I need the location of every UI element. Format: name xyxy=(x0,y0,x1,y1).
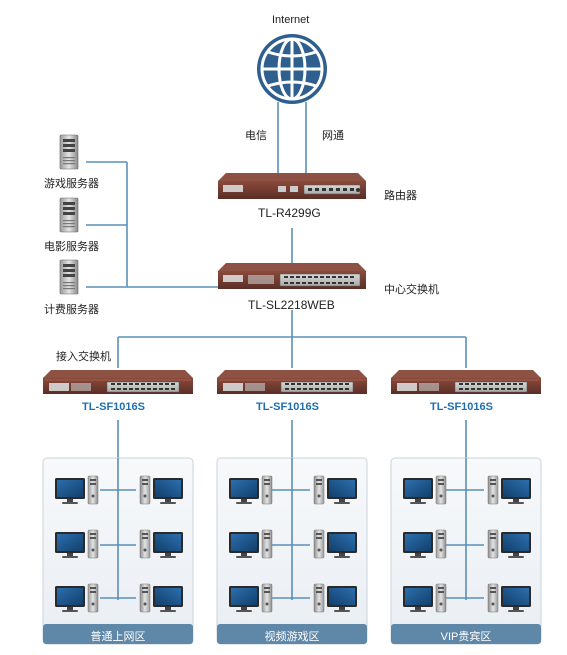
pc-icon xyxy=(54,583,99,613)
isp2-label: 网通 xyxy=(322,130,344,142)
zone-1-label: 普通上网区 xyxy=(90,631,146,643)
router-device xyxy=(218,173,366,199)
zone-2-label: 视频游戏区 xyxy=(264,631,320,643)
router-role-label: 路由器 xyxy=(384,190,417,202)
billing-server-label: 计费服务器 xyxy=(44,304,99,316)
internet-label: Internet xyxy=(272,14,310,26)
zone-3-label: VIP贵宾区 xyxy=(440,631,492,643)
core-switch-role-label: 中心交换机 xyxy=(384,284,439,296)
core-switch-device xyxy=(218,263,366,289)
pc-icon xyxy=(54,475,99,505)
access-switch-1-model: TL-SF1016S xyxy=(82,401,145,413)
access-switch-3-model: TL-SF1016S xyxy=(430,401,493,413)
game-server-label: 游戏服务器 xyxy=(44,178,99,190)
isp1-label: 电信 xyxy=(245,130,267,142)
pc-icon xyxy=(54,529,99,559)
core-switch-model-label: TL-SL2218WEB xyxy=(248,298,335,312)
movie-server-label: 电影服务器 xyxy=(44,241,99,253)
access-switch-group-label: 接入交换机 xyxy=(56,351,111,363)
router-model-label: TL-R4299G xyxy=(258,206,321,220)
internet-globe-icon xyxy=(257,34,327,104)
access-switch-2-model: TL-SF1016S xyxy=(256,401,319,413)
